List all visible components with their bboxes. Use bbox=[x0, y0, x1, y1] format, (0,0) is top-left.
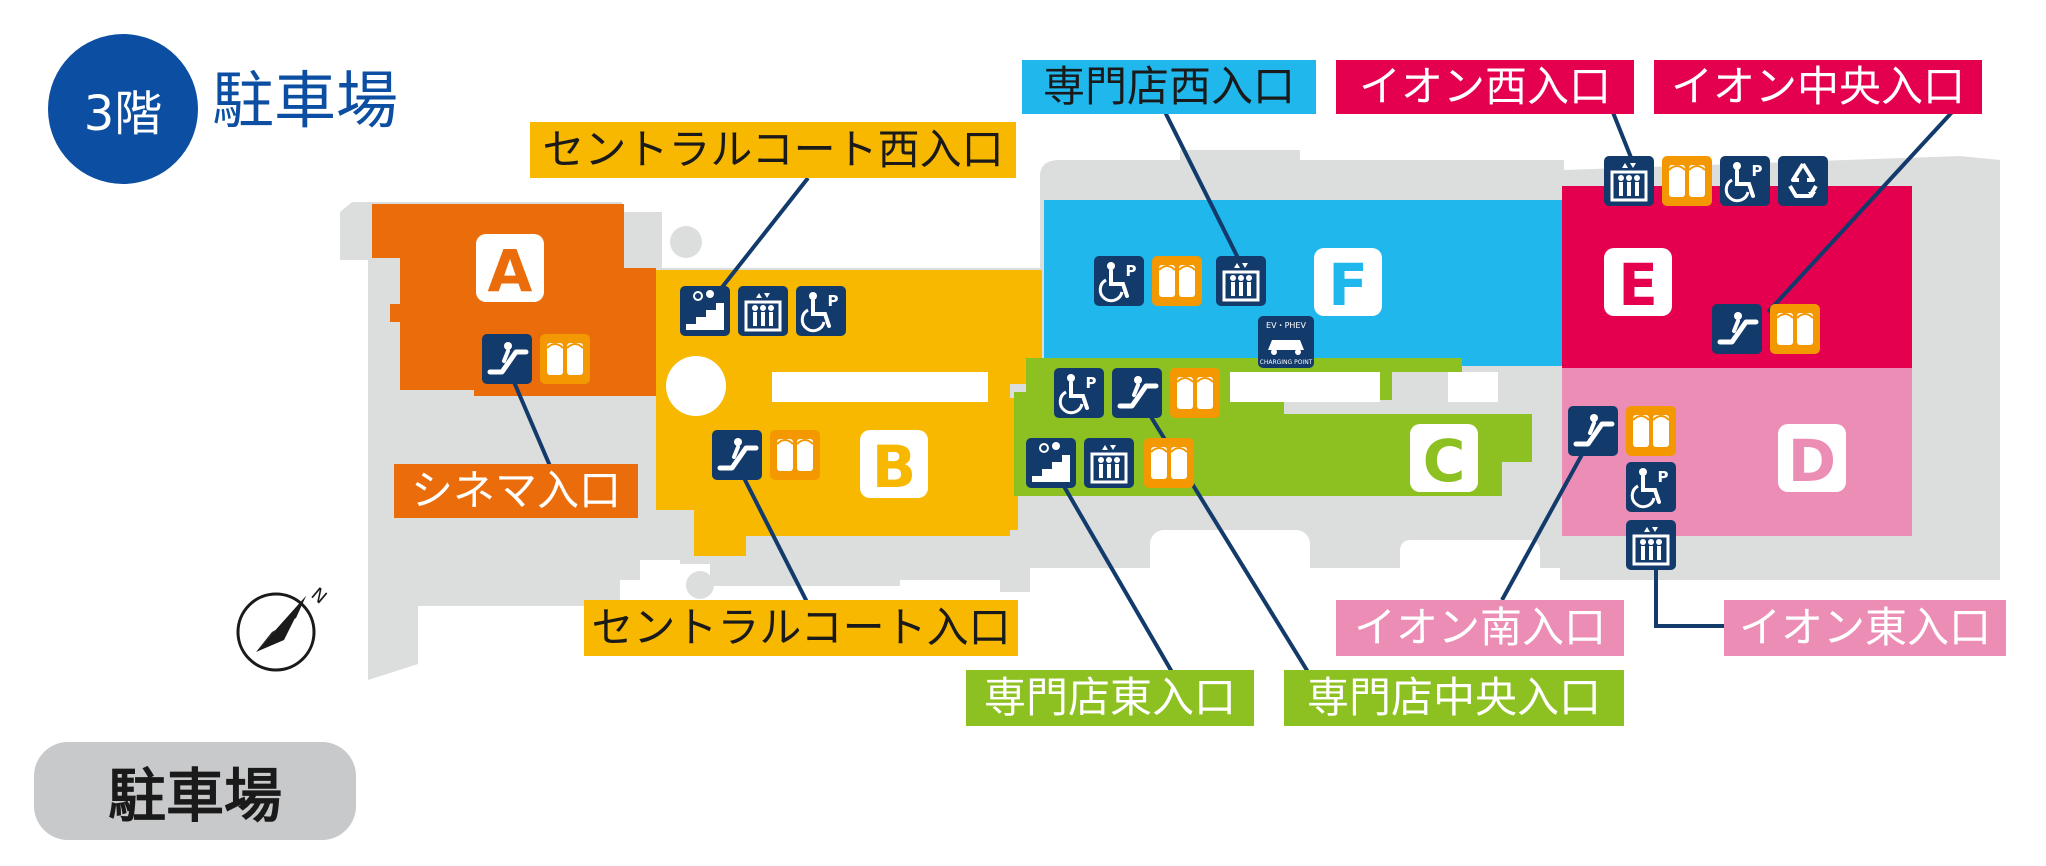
label-specialty-central-entrance: 専門店中央入口 bbox=[1284, 670, 1624, 726]
zone-a-letter: A bbox=[488, 237, 533, 305]
zone-d-letter: D bbox=[1788, 427, 1836, 495]
recycle-icon bbox=[1776, 154, 1830, 208]
restroom-icon bbox=[539, 333, 591, 385]
label-aeon-west-entrance: イオン西入口 bbox=[1336, 60, 1634, 114]
stairs-icon bbox=[679, 285, 731, 337]
elevator-icon bbox=[1602, 154, 1656, 208]
escalator-icon bbox=[1712, 304, 1762, 354]
elevator-icon bbox=[1082, 436, 1136, 490]
escalator-icon bbox=[1568, 406, 1618, 456]
zone-b-letter: B bbox=[872, 433, 916, 501]
floor-number-badge: 3階 bbox=[48, 34, 198, 184]
zone-c-letter: C bbox=[1423, 427, 1466, 495]
compass-north-label: N bbox=[307, 584, 331, 609]
restroom-icon bbox=[1151, 255, 1203, 307]
legend-parking: 駐車場 bbox=[34, 742, 356, 840]
zone-a-marker: A bbox=[476, 234, 544, 305]
escalator-icon bbox=[482, 334, 532, 384]
label-central-court-entrance: セントラルコート入口 bbox=[584, 600, 1018, 656]
zone-d-marker: D bbox=[1778, 424, 1846, 495]
accessible-parking-icon bbox=[794, 284, 848, 338]
elevator-icon bbox=[1624, 518, 1678, 572]
ev-charging-icon: EV・PHEV CHARGING POINT bbox=[1258, 316, 1314, 368]
label-aeon-east-entrance: イオン東入口 bbox=[1724, 600, 2006, 656]
label-central-court-west-entrance: セントラルコート西入口 bbox=[530, 122, 1016, 178]
zone-b bbox=[656, 270, 1042, 556]
zone-e bbox=[1562, 186, 1912, 368]
label-cinema-entrance: シネマ入口 bbox=[394, 464, 638, 518]
escalator-icon bbox=[712, 430, 762, 480]
accessible-parking-icon bbox=[1718, 154, 1772, 208]
accessible-parking-icon bbox=[1052, 366, 1106, 420]
zone-b-marker: B bbox=[860, 430, 928, 501]
restroom-icon bbox=[1661, 155, 1713, 207]
zone-c-marker: C bbox=[1410, 424, 1478, 495]
zone-f-letter: F bbox=[1328, 251, 1368, 319]
label-specialty-west-entrance: 専門店西入口 bbox=[1022, 60, 1316, 114]
elevator-icon bbox=[736, 284, 790, 338]
zone-e-letter: E bbox=[1618, 251, 1658, 319]
label-aeon-central-entrance: イオン中央入口 bbox=[1654, 60, 1982, 114]
label-specialty-east-entrance: 専門店東入口 bbox=[966, 670, 1254, 726]
restroom-icon bbox=[1169, 367, 1221, 419]
label-aeon-south-entrance: イオン南入口 bbox=[1336, 600, 1624, 656]
zone-f bbox=[1044, 200, 1562, 366]
accessible-parking-icon bbox=[1092, 254, 1146, 308]
stairs-icon bbox=[1025, 437, 1077, 489]
restroom-icon bbox=[1625, 405, 1677, 457]
ev-station-top-text: EV・PHEV bbox=[1266, 321, 1306, 330]
restroom-icon bbox=[1769, 303, 1821, 355]
restroom-icon bbox=[769, 429, 821, 481]
restroom-icon bbox=[1143, 437, 1195, 489]
zone-e-marker: E bbox=[1604, 248, 1672, 319]
floor-title: 駐車場 bbox=[212, 64, 399, 137]
escalator-icon bbox=[1112, 368, 1162, 418]
elevator-icon bbox=[1214, 254, 1268, 308]
zone-f-marker: F bbox=[1314, 248, 1382, 319]
ev-station-bottom-text: CHARGING POINT bbox=[1260, 359, 1313, 366]
compass-icon: N bbox=[236, 584, 331, 672]
accessible-parking-icon bbox=[1624, 460, 1678, 514]
